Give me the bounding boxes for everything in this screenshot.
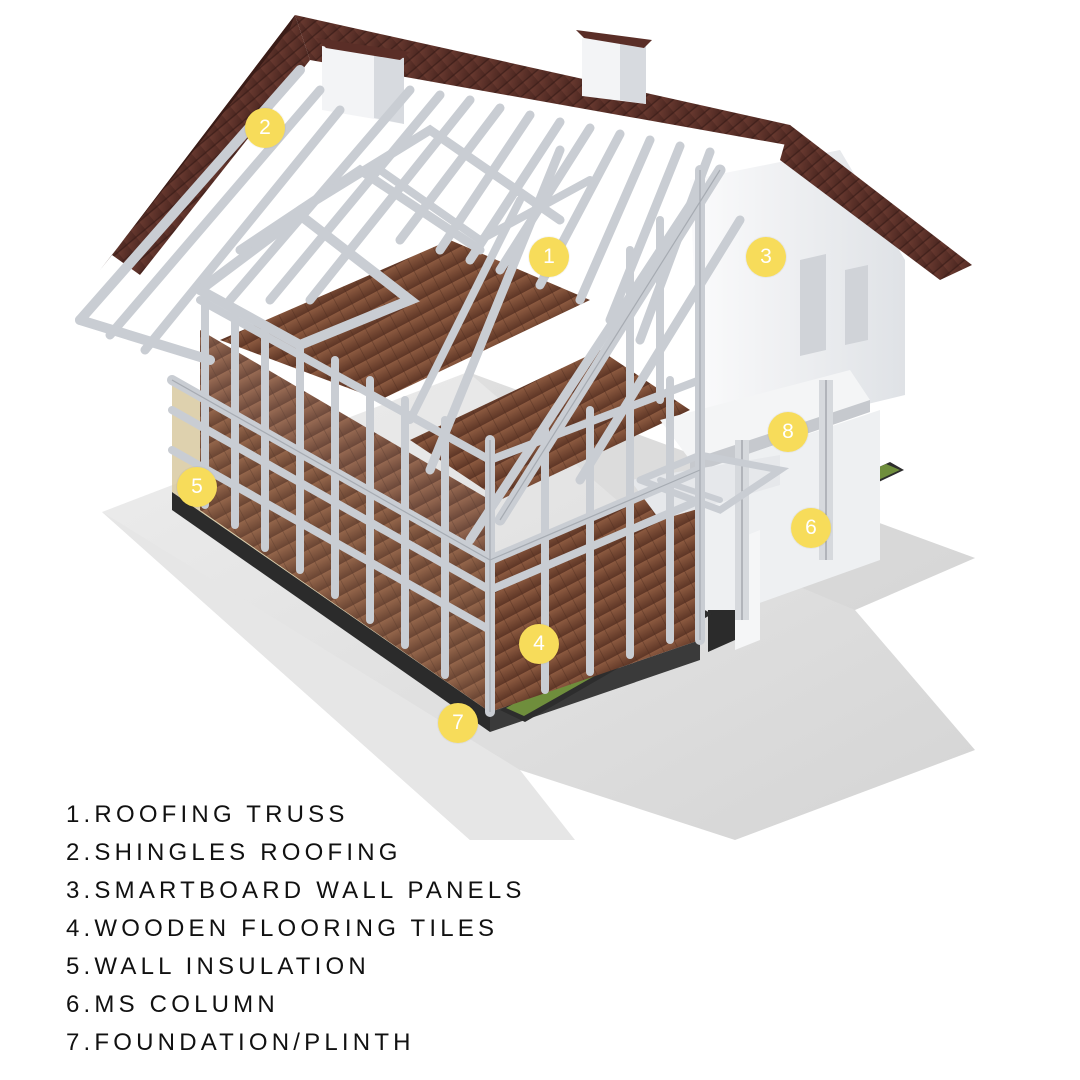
legend-item-roofing-truss: 1.ROOFING TRUSS bbox=[66, 796, 526, 834]
marker-8: 8 bbox=[768, 412, 808, 452]
legend-item-shingles-roofing: 2.SHINGLES ROOFING bbox=[66, 834, 526, 872]
marker-2-shingles-roofing: 2 bbox=[245, 108, 285, 148]
legend: 1.ROOFING TRUSS 2.SHINGLES ROOFING 3.SMA… bbox=[66, 796, 526, 1062]
marker-3-smartboard-wall-panels: 3 bbox=[746, 237, 786, 277]
marker-1-roofing-truss: 1 bbox=[529, 237, 569, 277]
marker-4-wooden-flooring-tiles: 4 bbox=[519, 624, 559, 664]
marker-7-foundation-plinth: 7 bbox=[438, 703, 478, 743]
legend-item-smartboard-wall-panels: 3.SMARTBOARD WALL PANELS bbox=[66, 872, 526, 910]
legend-item-wooden-flooring-tiles: 4.WOODEN FLOORING TILES bbox=[66, 910, 526, 948]
marker-6-ms-column: 6 bbox=[791, 508, 831, 548]
legend-item-foundation-plinth: 7.FOUNDATION/PLINTH bbox=[66, 1024, 526, 1062]
legend-item-wall-insulation: 5.WALL INSULATION bbox=[66, 948, 526, 986]
legend-item-ms-column: 6.MS COLUMN bbox=[66, 986, 526, 1024]
marker-5-wall-insulation: 5 bbox=[177, 467, 217, 507]
